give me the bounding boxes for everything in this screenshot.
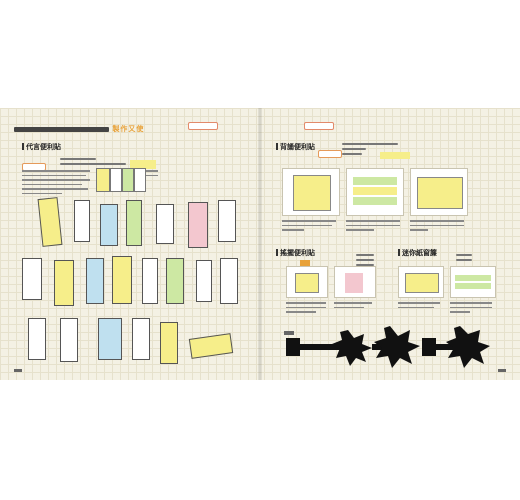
template-label	[284, 320, 294, 339]
mascot-figure	[28, 318, 46, 360]
materials-list	[342, 143, 402, 155]
materials-list	[60, 158, 130, 165]
intro-text-block	[22, 170, 92, 194]
mascot-figure	[166, 258, 184, 304]
recite-caption-2	[346, 220, 402, 231]
mascot-figure	[142, 258, 158, 304]
recite-step-photo-3	[410, 168, 468, 216]
mascot-figure	[112, 256, 132, 304]
mascot-figure	[74, 200, 90, 242]
swing-caption-2	[334, 302, 374, 308]
series-title-bars	[14, 125, 112, 133]
mascot-figure	[156, 204, 174, 244]
swing-template-silhouette	[286, 326, 490, 368]
heading-mark-icon	[276, 143, 278, 150]
page-number-right	[498, 368, 506, 373]
curtain-materials	[456, 254, 492, 261]
sample-sticker	[130, 160, 156, 169]
mascot-figure	[220, 258, 238, 304]
heading-mark-icon	[398, 249, 400, 256]
swing-step-photo-2	[334, 266, 376, 298]
heading-mark-icon	[22, 143, 24, 150]
section-heading-curtain: 迷你紙窗簾	[398, 248, 437, 258]
step-sticky-3	[122, 168, 134, 192]
section-heading-swing: 搖擺便利貼	[276, 248, 315, 258]
curtain-step-photo-1	[398, 266, 444, 298]
header-tag	[188, 122, 218, 130]
book-gutter	[258, 108, 262, 380]
step-sticky-4	[134, 168, 146, 192]
header-tag-right	[304, 122, 334, 130]
materials-tag	[318, 143, 342, 162]
mascot-figure	[98, 318, 122, 360]
step-sticky-1	[96, 168, 110, 192]
mascot-figure	[60, 318, 78, 362]
curtain-caption-2	[450, 302, 494, 313]
curtain-step-photo-2	[450, 266, 496, 298]
sample-sticker	[380, 152, 410, 159]
recite-step-photo-1	[282, 168, 340, 216]
mascot-figure	[188, 202, 208, 248]
step-label-1	[300, 260, 310, 268]
mascot-figure	[218, 200, 236, 242]
recite-caption-1	[282, 220, 338, 231]
mascot-figure	[22, 258, 42, 300]
swing-materials	[356, 254, 392, 266]
heading-mark-icon	[276, 249, 278, 256]
mascot-figure	[132, 318, 150, 360]
series-title: 製作又使	[14, 124, 184, 134]
book-spread	[0, 108, 520, 380]
mascot-figure	[100, 204, 118, 246]
mascot-figure	[160, 322, 178, 364]
mascot-figure	[86, 258, 104, 304]
section-heading-mascot: 代言便利貼	[22, 142, 61, 152]
step-arrow-labels	[146, 170, 162, 182]
curtain-caption-1	[398, 302, 442, 308]
section-heading-recite: 背誦便利貼	[276, 142, 315, 152]
swing-step-photo-1	[286, 266, 328, 298]
page-number-left	[14, 368, 22, 373]
recite-step-photo-2	[346, 168, 404, 216]
swing-caption	[286, 302, 376, 313]
series-title-accent: 製作又使	[112, 125, 145, 133]
recite-caption-3	[410, 220, 466, 231]
mascot-figure	[126, 200, 142, 246]
mascot-figure	[54, 260, 74, 306]
step-sticky-2	[110, 168, 122, 192]
mascot-figure	[196, 260, 212, 302]
